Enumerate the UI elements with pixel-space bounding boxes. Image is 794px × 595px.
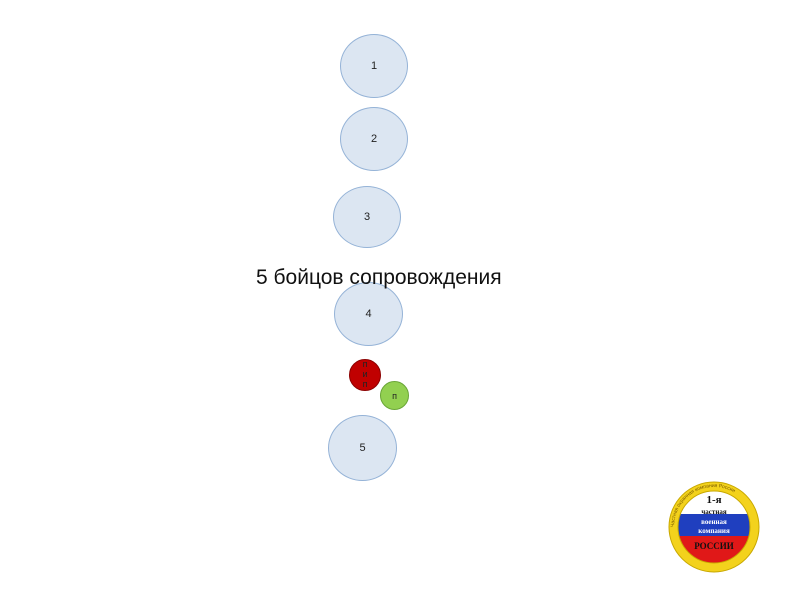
fighter-circle-4: 4 — [334, 282, 403, 346]
escort-caption: 5 бойцов сопровождения — [256, 266, 502, 289]
vip-circle — [349, 359, 381, 391]
fighter-circle-1: 1 — [340, 34, 408, 98]
company-emblem-logo: Частная охранная компания России 1-я час… — [668, 481, 760, 573]
fighter-circle-5: 5 — [328, 415, 397, 481]
vip-label: п и п — [360, 359, 370, 389]
fighter-label-2: 2 — [370, 133, 378, 145]
vip-letter-2: и — [362, 369, 368, 379]
emblem-line-1: 1-я — [706, 494, 721, 506]
guard-label: п — [392, 390, 397, 401]
emblem-line-2: частная — [701, 508, 727, 516]
guard-circle: п — [380, 381, 409, 410]
emblem-line-3: военная — [701, 518, 727, 526]
fighter-label-3: 3 — [363, 211, 371, 223]
emblem-line-5: РОССИИ — [694, 541, 734, 551]
fighter-circle-2: 2 — [340, 107, 408, 171]
vip-letter-3: п — [362, 379, 368, 389]
emblem-line-4: компания — [698, 527, 730, 535]
fighter-label-5: 5 — [359, 442, 366, 454]
vip-letter-1: п — [362, 359, 368, 369]
fighter-label-4: 4 — [365, 308, 372, 320]
fighter-circle-3: 3 — [333, 186, 401, 248]
fighter-label-1: 1 — [370, 60, 378, 72]
